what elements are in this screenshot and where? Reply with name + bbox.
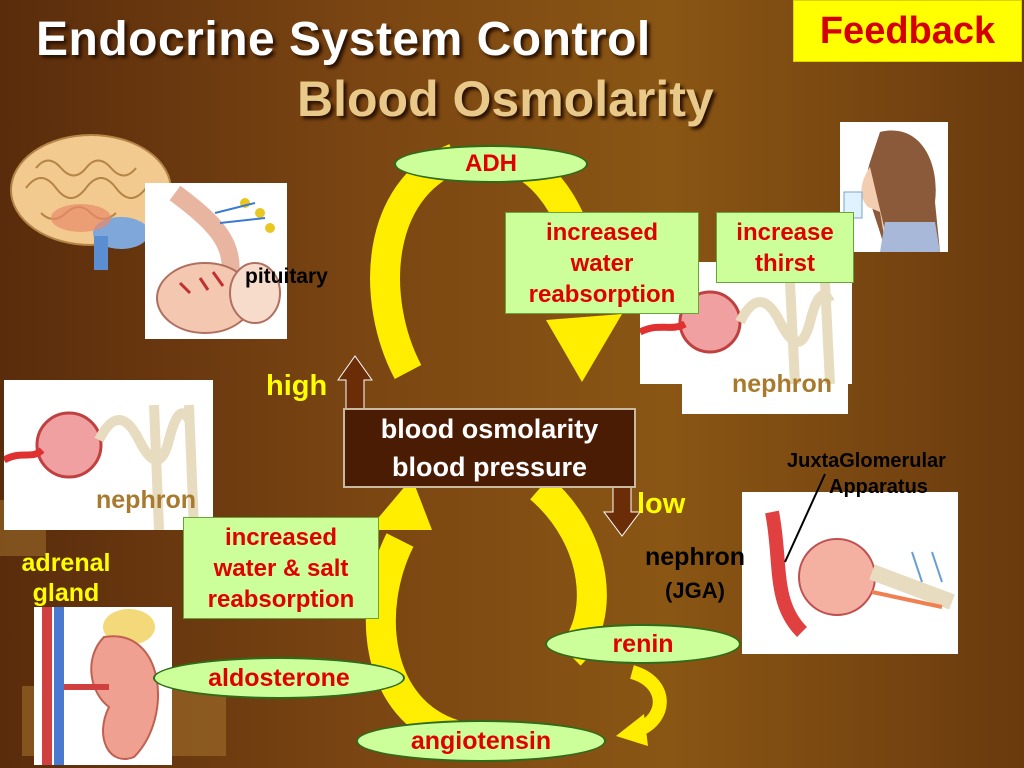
hormone-aldosterone: aldosterone [153, 657, 405, 699]
hormone-renin: renin [545, 624, 741, 664]
adrenal-label-line1: adrenal [21, 549, 111, 577]
effect-water-line1: increased [545, 218, 659, 246]
jga-title-line2: Apparatus [829, 476, 928, 498]
jga-title: JuxtaGlomerular Apparatus [787, 448, 946, 500]
adrenal-gland-label: adrenal gland [10, 548, 122, 608]
jga-pointer-line [784, 473, 826, 563]
renin-small-arrow-head [616, 714, 648, 746]
center-line2: blood pressure [391, 452, 588, 482]
pituitary-image [145, 183, 287, 339]
effect-salt-line1: increased [224, 523, 338, 551]
effect-salt-line3: reabsorption [207, 585, 355, 613]
down-arrow-icon [603, 486, 641, 537]
adh-arrow-head [546, 314, 622, 382]
adrenal-label-line2: gland [32, 579, 100, 607]
low-label: low [637, 488, 686, 520]
nephron-label-right: nephron [732, 370, 832, 398]
upper-loop-left-arc [370, 144, 462, 379]
nephron-jga-label-line2: (JGA) [665, 578, 725, 603]
effect-salt-line2: water & salt [213, 554, 349, 582]
nephron-jga-label-line1: nephron [645, 543, 745, 571]
effect-thirst-line1: increase [736, 218, 834, 246]
nephron-image-left [2, 380, 213, 531]
nephron-label-left: nephron [96, 486, 196, 514]
effect-thirst: increase thirst [716, 212, 854, 283]
high-label: high [266, 370, 328, 402]
renin-small-arc [629, 665, 667, 737]
effect-water-reabsorption: increased water reabsorption [505, 212, 699, 314]
blood-osmolarity-box: blood osmolarity blood pressure [343, 408, 636, 488]
page-subtitle: Blood Osmolarity [297, 71, 714, 127]
effect-thirst-line2: thirst [755, 249, 815, 277]
center-line1: blood osmolarity [380, 414, 599, 444]
nephron-image-right-ext [682, 384, 848, 414]
kidney-image [34, 607, 172, 765]
aldosterone-arrow-head [368, 478, 432, 530]
page-title: Endocrine System Control [36, 13, 651, 66]
thirst-image [840, 122, 948, 252]
hormone-angiotensin: angiotensin [356, 720, 606, 762]
feedback-button[interactable]: Feedback [793, 0, 1022, 62]
jga-title-line1: JuxtaGlomerular [787, 450, 946, 472]
pituitary-label: pituitary [245, 265, 328, 288]
hormone-adh: ADH [394, 145, 588, 183]
nephron-jga-label: nephron (JGA) [633, 540, 757, 608]
effect-water-line2: water [570, 249, 634, 277]
effect-water-line3: reabsorption [528, 280, 676, 308]
jga-image [742, 492, 958, 654]
up-arrow-icon [337, 355, 373, 411]
lower-loop-left-arc [365, 533, 461, 750]
brain-illustration [10, 134, 172, 270]
effect-water-salt-reabsorption: increased water & salt reabsorption [183, 517, 379, 619]
